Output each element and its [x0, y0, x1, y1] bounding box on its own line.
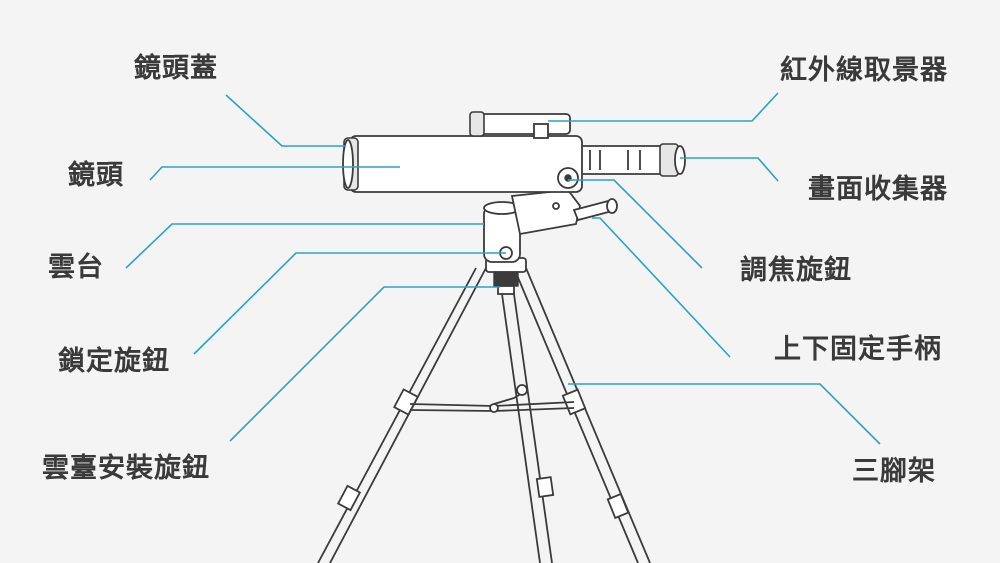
leader-vertical-handle [592, 217, 731, 358]
leader-eyepiece [680, 157, 779, 182]
leader-red-dot-finder [548, 92, 779, 122]
telescope-illustration [342, 111, 686, 193]
leader-mount-install-knob [229, 286, 500, 442]
label-lens-cap: 鏡頭蓋 [134, 53, 218, 84]
leader-lens [149, 166, 400, 181]
leader-lock-knob [193, 252, 506, 355]
mount-illustration [483, 189, 618, 263]
label-focus-knob: 調焦旋鈕 [740, 255, 852, 286]
leader-lines [125, 92, 881, 445]
label-vertical-handle: 上下固定手柄 [774, 334, 942, 365]
tripod-illustration [317, 257, 651, 563]
leader-tripod [568, 383, 881, 445]
leader-mount [125, 223, 484, 269]
leader-lens-cap [225, 94, 346, 147]
label-mount-install-knob: 雲臺安裝旋鈕 [42, 453, 210, 484]
leader-focus-knob [568, 179, 703, 269]
label-tripod: 三腳架 [852, 456, 936, 487]
label-lock-knob: 鎖定旋鈕 [58, 346, 170, 377]
label-mount: 雲台 [48, 252, 104, 283]
label-red-dot-finder: 紅外線取景器 [780, 55, 948, 86]
label-eyepiece: 畫面收集器 [808, 174, 948, 205]
label-lens: 鏡頭 [68, 160, 124, 191]
